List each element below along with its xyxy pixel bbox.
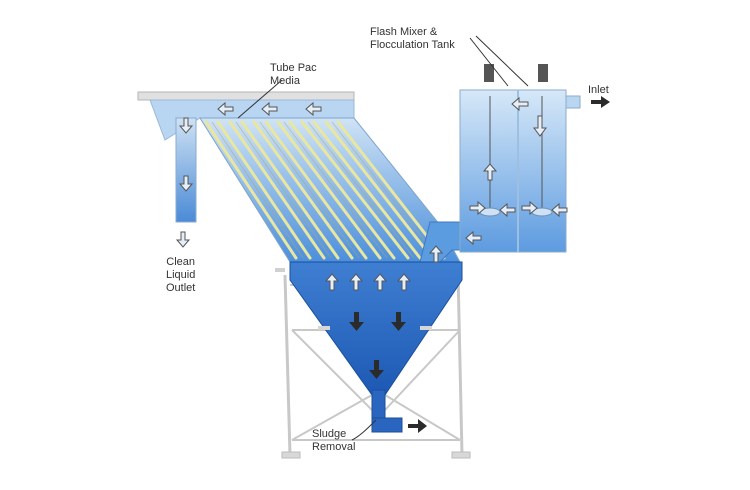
sludge-label-line2: Removal xyxy=(312,441,356,453)
left-arrow-icon xyxy=(465,230,482,246)
sludge-label-line1: Sludge xyxy=(312,428,347,440)
settling-arrows xyxy=(349,96,610,433)
left-arrow-icon xyxy=(261,101,278,117)
sludge-hopper xyxy=(289,261,463,433)
left-arrow-icon xyxy=(217,101,234,117)
down-arrow-icon xyxy=(533,115,547,137)
up-arrow-icon xyxy=(396,273,412,291)
clean-outlet-label-line1: Clean xyxy=(166,256,196,268)
flash-mixer-tank xyxy=(459,89,581,253)
leader-lines xyxy=(237,35,529,441)
up-arrow-icon xyxy=(482,163,498,181)
flow-arrows xyxy=(175,96,568,291)
clean-outlet-label-line3: Outlet xyxy=(166,282,196,294)
left-arrow-icon xyxy=(499,202,516,218)
down-arrow-icon xyxy=(391,312,406,331)
mixer-icon xyxy=(479,207,553,217)
inlet-label-text: Inlet xyxy=(588,84,609,96)
flash-mixer-label: Flash Mixer & Flocculation Tank xyxy=(370,26,455,52)
inlet-label: Inlet xyxy=(588,84,609,97)
tube-pac-label-line1: Tube Pac xyxy=(270,62,317,74)
up-arrow-icon xyxy=(324,273,340,291)
up-arrow-icon xyxy=(428,245,444,263)
flash-mixer-label-line2: Flocculation Tank xyxy=(370,39,455,51)
clean-outlet-label-line2: Liquid xyxy=(166,269,196,281)
left-arrow-icon xyxy=(305,101,322,117)
left-arrow-icon xyxy=(511,96,529,112)
left-arrow-icon xyxy=(551,202,568,218)
down-arrow-icon xyxy=(175,231,191,248)
tube-pac-media xyxy=(199,117,461,263)
clean-outlet-label: Clean Liquid Outlet xyxy=(166,256,195,295)
tube-pac-label-line2: Media xyxy=(270,75,300,87)
right-arrow-icon xyxy=(408,419,427,433)
motor-icon xyxy=(484,64,548,82)
left-arrow-icon xyxy=(591,96,610,108)
up-arrow-icon xyxy=(372,273,388,291)
down-arrow-icon xyxy=(178,175,194,192)
tube-pac-label: Tube Pac Media xyxy=(270,62,317,88)
right-arrow-icon xyxy=(469,200,486,216)
up-arrow-icon xyxy=(348,273,364,291)
right-arrow-icon xyxy=(521,200,538,216)
down-arrow-icon xyxy=(178,117,194,134)
support-frame xyxy=(275,268,471,459)
flash-mixer-label-line1: Flash Mixer & xyxy=(370,26,438,38)
sludge-removal-label: Sludge Removal xyxy=(312,428,355,454)
down-arrow-icon xyxy=(369,360,384,379)
down-arrow-icon xyxy=(349,312,364,331)
